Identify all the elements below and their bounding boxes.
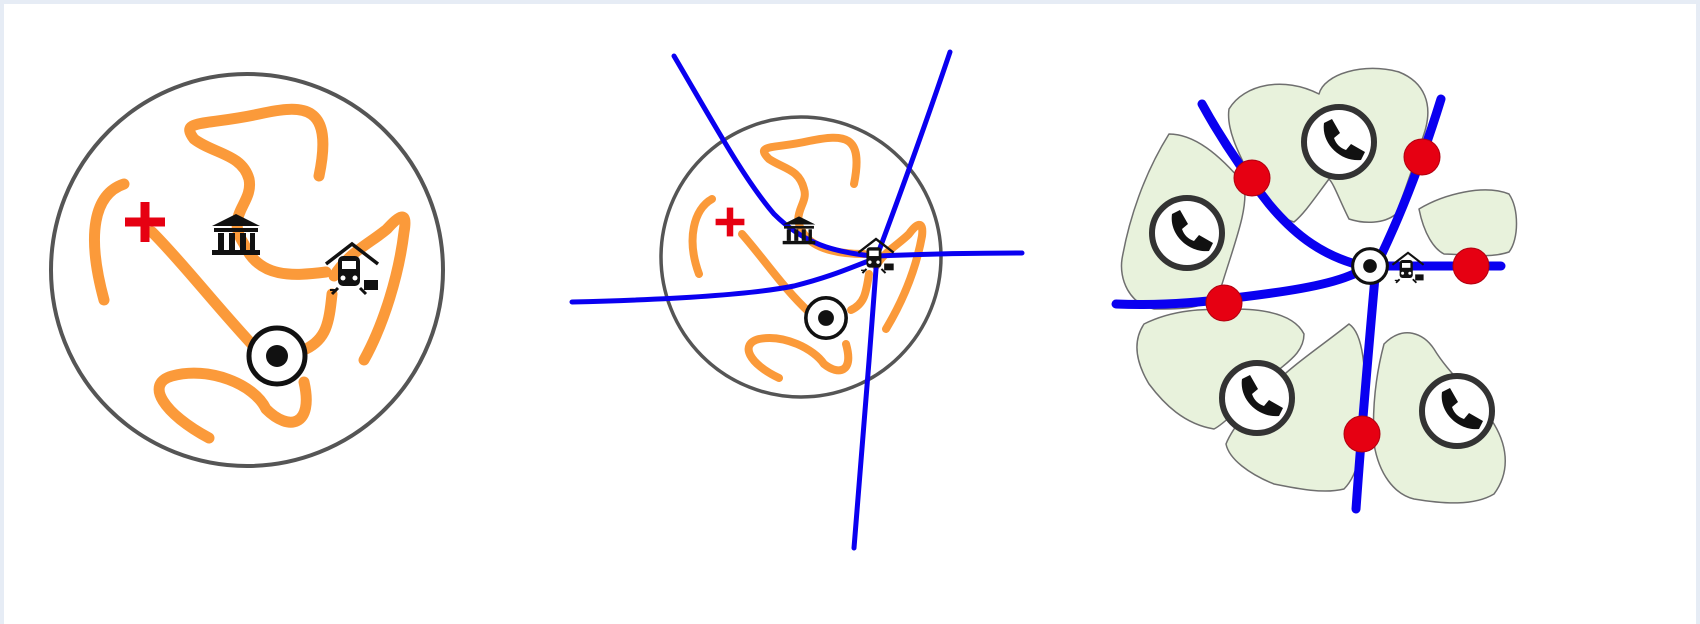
- phone-icon: [1222, 363, 1292, 433]
- center-point-icon: [249, 328, 305, 384]
- street: [847, 270, 873, 314]
- highway-intersections: [1205, 138, 1490, 453]
- highway: [1351, 261, 1381, 514]
- intersection-dot: [1233, 159, 1271, 197]
- phone-icon: [1152, 198, 1222, 268]
- street: [744, 334, 853, 382]
- panel-highway-overlay: [569, 49, 1025, 551]
- street: [300, 288, 338, 355]
- street: [146, 226, 265, 358]
- street: [738, 230, 813, 316]
- street: [688, 195, 716, 278]
- street: [872, 220, 927, 333]
- diagram-canvas: [4, 4, 1696, 624]
- highway: [851, 253, 880, 551]
- highway: [569, 256, 877, 305]
- phone-icon: [1422, 376, 1492, 446]
- highway: [1371, 94, 1446, 271]
- intersection-dot: [1343, 415, 1381, 453]
- street: [759, 133, 868, 258]
- highway: [671, 53, 875, 259]
- panel-local-streets: [49, 72, 445, 468]
- street: [328, 211, 411, 366]
- city-boundary: [659, 115, 943, 399]
- street: [89, 178, 130, 306]
- intersection-dot: [1403, 138, 1441, 176]
- highways: [569, 49, 1025, 551]
- intersection-dot: [1205, 284, 1243, 322]
- street: [153, 367, 312, 444]
- city-boundary: [49, 72, 445, 468]
- highway: [874, 250, 1025, 259]
- street: [184, 103, 332, 280]
- phone-icon: [1304, 107, 1374, 177]
- local-streets: [688, 133, 927, 382]
- highway: [1197, 99, 1377, 273]
- center-point-icon: [804, 296, 848, 340]
- highway: [874, 49, 953, 259]
- panel-voronoi-zones: [1111, 67, 1518, 514]
- diagram-svg: [49, 49, 1518, 551]
- zone-right: [1418, 189, 1518, 257]
- center-point-icon: [1351, 247, 1389, 285]
- intersection-dot: [1452, 247, 1490, 285]
